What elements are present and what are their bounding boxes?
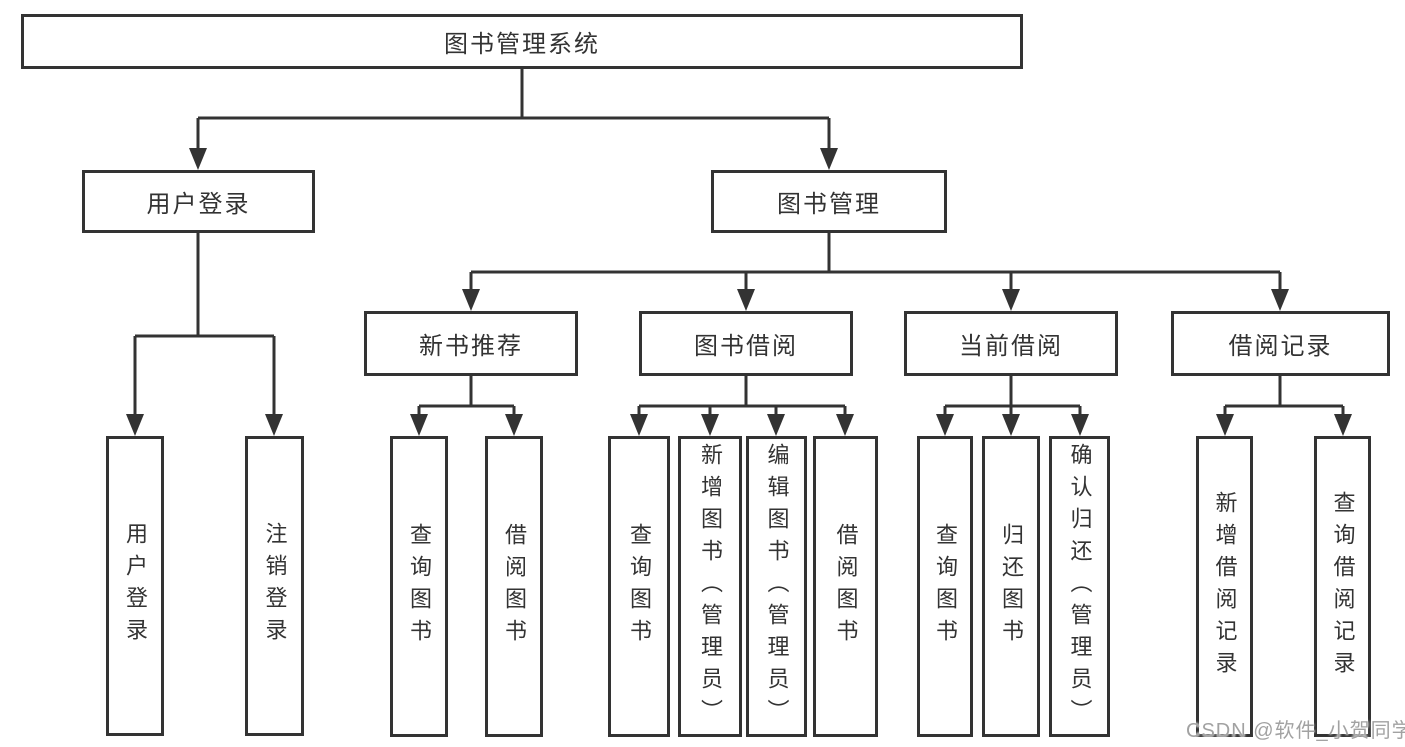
arrow-down-icon bbox=[189, 148, 207, 170]
arrow-down-icon bbox=[126, 414, 144, 436]
arrow-down-icon bbox=[1216, 414, 1234, 436]
node-new-book-recommend: 新书推荐 bbox=[364, 311, 578, 376]
node-borrowing-records: 借阅记录 bbox=[1171, 311, 1390, 376]
leaf-label: 查询借阅记录 bbox=[1330, 490, 1356, 683]
arrow-down-icon bbox=[1002, 289, 1020, 311]
arrow-down-icon bbox=[737, 289, 755, 311]
arrow-down-icon bbox=[1071, 414, 1089, 436]
arrow-down-icon bbox=[820, 148, 838, 170]
arrow-down-icon bbox=[1334, 414, 1352, 436]
leaf-query-borrow-record: 查询借阅记录 bbox=[1314, 436, 1371, 737]
node-book-borrowing: 图书借阅 bbox=[639, 311, 853, 376]
arrow-down-icon bbox=[462, 289, 480, 311]
leaf-label: 借阅图书 bbox=[502, 522, 527, 651]
arrow-down-icon bbox=[410, 414, 428, 436]
leaf-return-book: 归还图书 bbox=[982, 436, 1040, 737]
leaf-logout: 注销登录 bbox=[245, 436, 304, 736]
leaf-confirm-return-admin: 确认归还（管理员） bbox=[1049, 436, 1110, 737]
arrow-down-icon bbox=[630, 414, 648, 436]
leaf-borrow-book-recommend: 借阅图书 bbox=[485, 436, 543, 737]
leaf-query-book-borrow: 查询图书 bbox=[608, 436, 670, 737]
leaf-borrow-book: 借阅图书 bbox=[813, 436, 878, 737]
leaf-label: 查询图书 bbox=[933, 522, 958, 651]
leaf-label: 新增图书（管理员） bbox=[698, 442, 723, 731]
node-current-borrowing: 当前借阅 bbox=[904, 311, 1118, 376]
arrow-down-icon bbox=[265, 414, 283, 436]
leaf-label: 用户登录 bbox=[123, 522, 148, 650]
arrow-down-icon bbox=[505, 414, 523, 436]
leaf-add-borrow-record: 新增借阅记录 bbox=[1196, 436, 1253, 737]
node-book-management: 图书管理 bbox=[711, 170, 947, 233]
leaf-label: 编辑图书（管理员） bbox=[764, 442, 790, 731]
leaf-user-login: 用户登录 bbox=[106, 436, 164, 736]
arrow-down-icon bbox=[1271, 289, 1289, 311]
node-user-login: 用户登录 bbox=[82, 170, 315, 233]
leaf-label: 确认归还（管理员） bbox=[1067, 442, 1093, 731]
leaf-query-book-current: 查询图书 bbox=[917, 436, 973, 737]
arrow-down-icon bbox=[936, 414, 954, 436]
arrow-down-icon bbox=[836, 414, 854, 436]
node-library-system: 图书管理系统 bbox=[21, 14, 1023, 69]
leaf-label: 归还图书 bbox=[999, 522, 1024, 651]
leaf-label: 查询图书 bbox=[407, 522, 432, 651]
arrow-down-icon bbox=[1002, 414, 1020, 436]
leaf-label: 查询图书 bbox=[627, 522, 652, 651]
leaf-edit-book-admin: 编辑图书（管理员） bbox=[746, 436, 807, 737]
csdn-watermark: CSDN @软件_小贺同学 bbox=[1186, 720, 1405, 742]
arrow-down-icon bbox=[701, 414, 719, 436]
leaf-label: 借阅图书 bbox=[833, 522, 859, 651]
leaf-query-book-recommend: 查询图书 bbox=[390, 436, 448, 737]
arrow-down-icon bbox=[767, 414, 785, 436]
leaf-add-book-admin: 新增图书（管理员） bbox=[678, 436, 742, 737]
leaf-label: 新增借阅记录 bbox=[1212, 490, 1238, 683]
leaf-label: 注销登录 bbox=[262, 522, 288, 650]
